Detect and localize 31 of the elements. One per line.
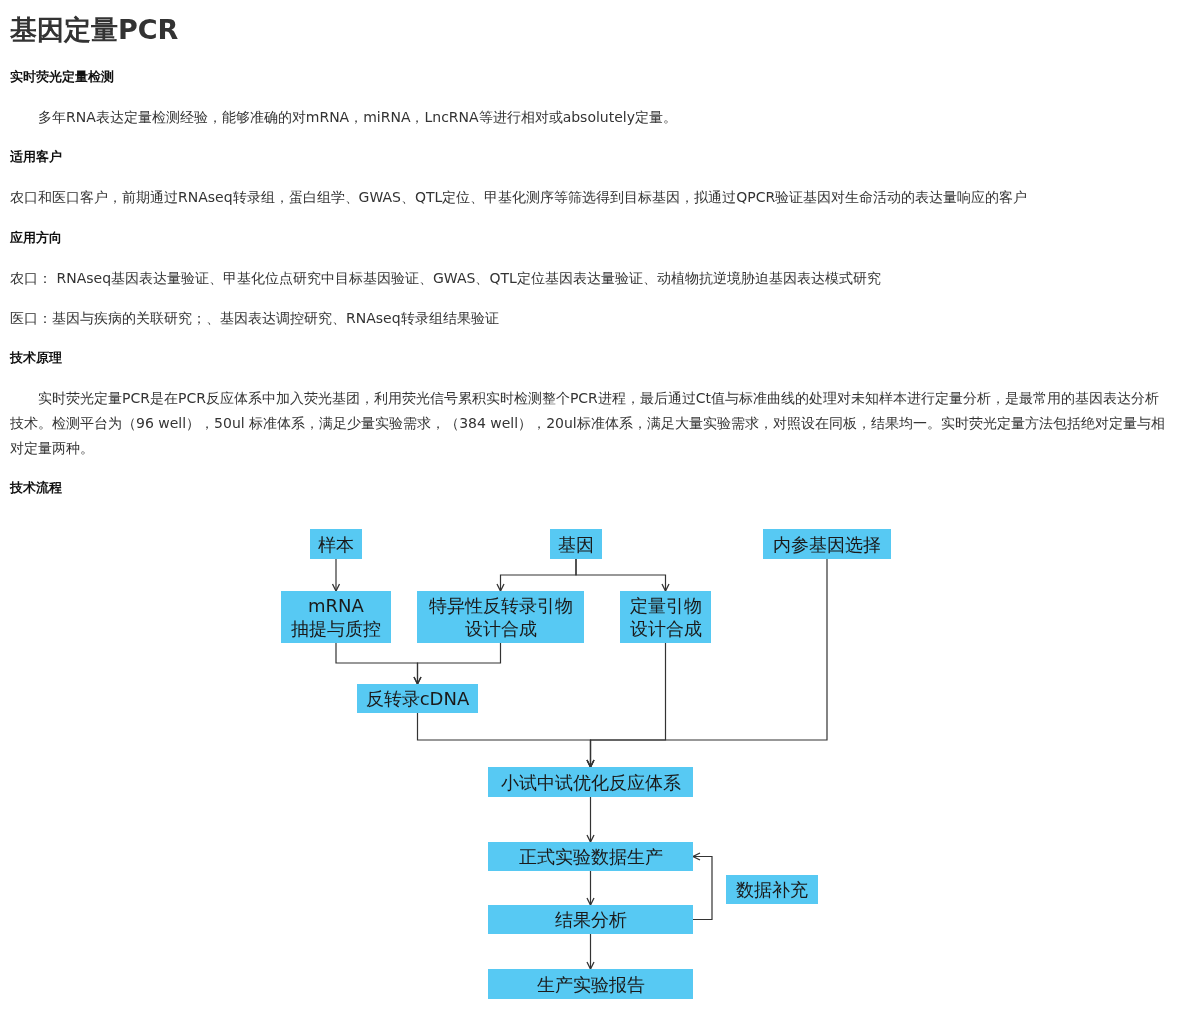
process-box: 数据补充 — [726, 875, 818, 904]
section-heading: 应用方向 — [10, 229, 63, 247]
process-box: 样本 — [310, 529, 362, 559]
process-box: mRNA 抽提与质控 — [281, 591, 391, 643]
process-box: 反转录cDNA — [357, 684, 478, 713]
paragraph: 农口： RNAseq基因表达量验证、甲基化位点研究中目标基因验证、GWAS、QTL定位基因表达量验证、动植物抗逆境胁迫基因表达模式研究 — [10, 269, 882, 288]
connector-arrow — [586, 933, 595, 970]
process-box: 正式实验数据生产 — [488, 842, 693, 871]
section-heading: 适用客户 — [10, 148, 63, 166]
connector-arrow — [586, 870, 595, 906]
paragraph: 多年RNA表达定量检测经验，能够准确的对mRNA，miRNA，LncRNA等进行相对或absolutely定量。 — [37, 108, 678, 127]
process-box: 特异性反转录引物设计合成 — [417, 591, 584, 643]
process-box: 基因 — [550, 529, 602, 559]
process-box: 结果分析 — [488, 905, 693, 934]
process-box: 内参基因选择 — [763, 529, 891, 559]
process-box: 小试中试优化反应体系 — [488, 767, 693, 797]
connector-arrow — [692, 852, 713, 921]
paragraph: 医口：基因与疾病的关联研究；、基因表达调控研究、RNAseq转录组结果验证 — [10, 309, 500, 328]
paragraph: 农口和医口客户，前期通过RNAseq转录组，蛋白组学、GWAS、QTL定位、甲基化测序等筛选得到目标基因，拟通过QPCR验证基因对生命活动的表达量响应的客户 — [10, 188, 1029, 207]
connector-arrow — [331, 558, 341, 592]
connector-arrow — [586, 796, 595, 843]
process-box: 生产实验报告 — [488, 969, 693, 999]
section-heading: 实时荧光定量检测 — [10, 68, 115, 86]
paragraph: 实时荧光定量PCR是在PCR反应体系中加入荧光基团，利用荧光信号累积实时检测整个PCR进程，最后通过Ct值与标准曲线的处理对未知样本进行定量分析，是最常用的基因表达分析技术。检测平台为（96 well），50ul 标准体系，满足少量实验需求，（384 well），20ul标准体系，满足大量实验需求，对照设在同板，结果均一。实时荧光定量方法包括绝对定量与相对定量两种。 — [10, 389, 1166, 458]
connector-arrow — [575, 558, 670, 592]
section-heading: 技术原理 — [10, 349, 63, 367]
section-heading: 技术流程 — [10, 479, 63, 497]
connector-arrow — [586, 558, 828, 768]
page-title: 基因定量PCR — [10, 13, 179, 47]
connector-arrow — [413, 642, 502, 685]
process-box: 定量引物设计合成 — [620, 591, 711, 643]
